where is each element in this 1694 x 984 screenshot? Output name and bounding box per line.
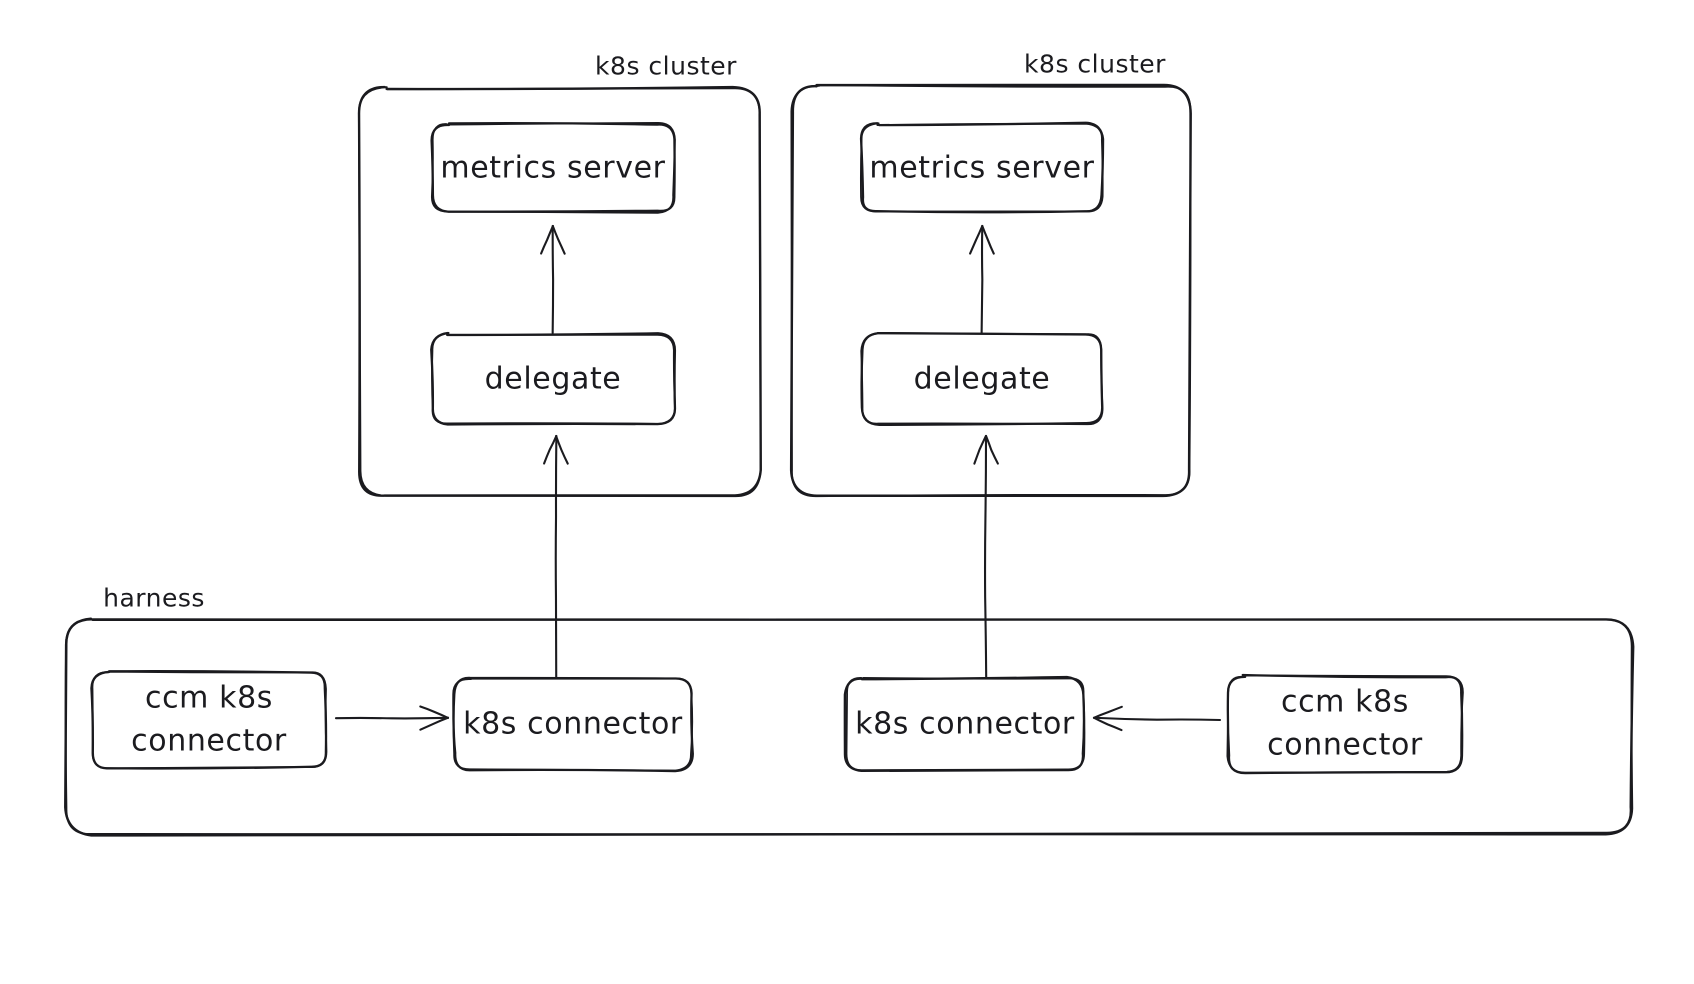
arrow-shaft-ccm-to-k8s-connector-left: [334, 716, 450, 720]
node-k8s-connector-right: [843, 675, 1086, 773]
group-k8s-cluster-right-outline-2: [790, 84, 1192, 498]
node-ccm-k8s-connector-left-outline-2: [91, 670, 328, 770]
node-k8s-connector-right-outline-2: [845, 676, 1086, 772]
node-k8s-connector-left: [452, 676, 694, 773]
arrow-delegate-to-metrics-right: [969, 224, 995, 335]
node-ccm-k8s-connector-right: [1226, 673, 1464, 775]
group-k8s-cluster-left: [357, 85, 762, 498]
node-ccm-k8s-connector-left: [90, 670, 328, 770]
group-k8s-cluster-left-outline-1: [357, 85, 762, 497]
arrow-head-a-ccm-to-k8s-connector-right: [1092, 705, 1123, 719]
node-k8s-connector-right-outline-1: [843, 675, 1086, 773]
node-metrics-server-left-outline-1: [430, 122, 676, 213]
node-k8s-connector-left-outline-1: [452, 676, 694, 773]
node-metrics-server-left: [430, 122, 676, 214]
arrow-k8s-connector-to-delegate-right: [973, 434, 999, 680]
arrow-ccm-to-k8s-connector-right: [1092, 705, 1222, 732]
group-k8s-cluster-right-outline-1: [789, 83, 1192, 498]
group-k8s-cluster-right: [789, 83, 1192, 498]
node-ccm-k8s-connector-left-outline-1: [90, 670, 328, 770]
arrow-head-a-k8s-connector-to-delegate-left: [555, 434, 569, 465]
node-delegate-left-outline-1: [430, 331, 677, 426]
arrow-shaft-delegate-to-metrics-right: [980, 224, 984, 335]
arrow-head-a-delegate-to-metrics-left: [551, 225, 566, 255]
arrow-head-b-k8s-connector-to-delegate-right: [973, 434, 987, 465]
arrow-head-a-k8s-connector-to-delegate-right: [985, 434, 999, 465]
arrow-k8s-connector-to-delegate-left: [543, 434, 569, 680]
arrow-head-b-delegate-to-metrics-left: [540, 224, 555, 255]
group-harness-outline-1: [64, 617, 1635, 837]
arrow-head-b-ccm-to-k8s-connector-left: [419, 705, 450, 719]
node-k8s-connector-left-outline-2: [452, 676, 694, 772]
node-delegate-right-outline-1: [860, 331, 1104, 427]
node-delegate-right-outline-2: [860, 332, 1104, 426]
node-ccm-k8s-connector-right-outline-1: [1226, 673, 1464, 775]
node-delegate-right: [860, 331, 1104, 427]
node-delegate-left: [430, 331, 677, 426]
arrow-delegate-to-metrics-left: [540, 224, 566, 335]
group-harness-outline-2: [64, 618, 1634, 836]
arrow-head-a-ccm-to-k8s-connector-left: [419, 716, 449, 731]
node-delegate-left-outline-2: [431, 332, 676, 425]
group-harness: [64, 617, 1635, 837]
arrow-head-b-delegate-to-metrics-right: [969, 225, 984, 255]
node-metrics-server-right: [859, 121, 1105, 214]
group-k8s-cluster-left-outline-2: [357, 86, 762, 498]
arrow-ccm-to-k8s-connector-left: [334, 705, 450, 731]
node-ccm-k8s-connector-right-outline-2: [1226, 674, 1464, 774]
arrow-shaft-k8s-connector-to-delegate-left: [554, 434, 558, 680]
node-metrics-server-right-outline-1: [859, 121, 1105, 214]
node-metrics-server-right-outline-2: [859, 122, 1104, 213]
arrow-shaft-k8s-connector-to-delegate-right: [983, 434, 988, 680]
arrow-head-a-delegate-to-metrics-right: [981, 224, 995, 255]
node-metrics-server-left-outline-2: [430, 122, 676, 214]
arrow-head-b-k8s-connector-to-delegate-left: [543, 435, 558, 465]
arrow-shaft-ccm-to-k8s-connector-right: [1092, 716, 1222, 722]
arrow-head-b-ccm-to-k8s-connector-right: [1093, 716, 1123, 732]
